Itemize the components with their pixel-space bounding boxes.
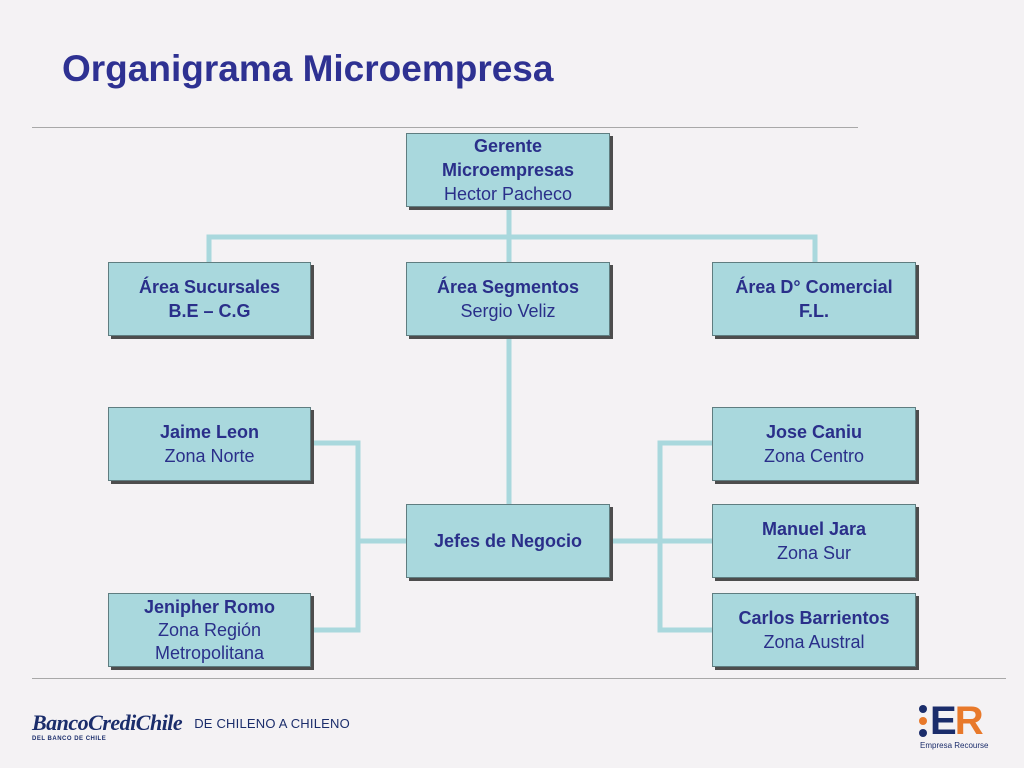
node-jaime-leon-name: Jaime Leon xyxy=(159,422,260,442)
node-jefes-de-negocio-title: Jefes de Negocio xyxy=(433,531,583,551)
connector-left-bracket xyxy=(309,440,361,633)
node-jenipher-romo-zone: Zona Región Metropolitana xyxy=(154,619,265,663)
node-jenipher-romo: Jenipher Romo Zona Región Metropolitana xyxy=(108,593,311,667)
node-manuel-jara: Manuel Jara Zona Sur xyxy=(712,504,916,578)
node-manuel-jara-zone: Zona Sur xyxy=(776,543,852,563)
node-jaime-leon-zone: Zona Norte xyxy=(164,446,255,466)
node-jaime-leon: Jaime Leon Zona Norte xyxy=(108,407,311,481)
er-dot-2 xyxy=(919,717,927,725)
node-carlos-barrientos-name: Carlos Barrientos xyxy=(738,608,890,628)
bank-logo-subtext: DEL BANCO DE CHILE xyxy=(32,736,107,742)
node-area-sucursales: Área Sucursales B.E – C.G xyxy=(108,262,311,336)
node-gerente: Gerente Microempresas Hector Pacheco xyxy=(406,133,610,207)
empresa-recourse-logo: ER Empresa Recourse xyxy=(918,699,990,753)
er-logo-text: ER xyxy=(930,699,984,743)
bottom-divider xyxy=(32,678,1006,679)
node-area-sucursales-person: B.E – C.G xyxy=(168,301,251,321)
bank-logo-text: BancoCrediChile xyxy=(32,710,183,735)
node-jenipher-romo-name: Jenipher Romo xyxy=(143,596,276,617)
connector-right-bracket xyxy=(657,440,715,633)
node-jefes-de-negocio: Jefes de Negocio xyxy=(406,504,610,578)
node-carlos-barrientos-zone: Zona Austral xyxy=(763,632,865,652)
node-area-segmentos-title: Área Segmentos xyxy=(436,277,580,297)
er-logo-dots-icon xyxy=(918,705,928,741)
node-area-comercial: Área D° Comercial F.L. xyxy=(712,262,916,336)
node-jose-caniu: Jose Caniu Zona Centro xyxy=(712,407,916,481)
node-jose-caniu-name: Jose Caniu xyxy=(765,422,863,442)
node-gerente-title: Gerente Microempresas xyxy=(441,136,575,180)
banco-credichile-logo: BancoCrediChile DEL BANCO DE CHILE DE CH… xyxy=(32,710,350,742)
bank-tagline: DE CHILENO A CHILENO xyxy=(194,715,350,731)
node-area-segmentos: Área Segmentos Sergio Veliz xyxy=(406,262,610,336)
node-jose-caniu-zone: Zona Centro xyxy=(763,446,865,466)
node-area-comercial-title: Área D° Comercial xyxy=(735,277,893,297)
node-gerente-person: Hector Pacheco xyxy=(443,184,573,204)
node-manuel-jara-name: Manuel Jara xyxy=(761,519,867,539)
node-area-sucursales-title: Área Sucursales xyxy=(138,277,281,297)
er-dot-3 xyxy=(919,729,927,737)
top-divider xyxy=(32,127,858,128)
node-area-comercial-person: F.L. xyxy=(799,301,829,321)
er-logo-letters: ER xyxy=(930,699,984,744)
er-logo-caption: Empresa Recourse xyxy=(920,741,989,750)
page-title: Organigrama Microempresa xyxy=(62,48,554,89)
node-area-segmentos-person: Sergio Veliz xyxy=(460,301,556,321)
er-dot-1 xyxy=(919,705,927,713)
node-carlos-barrientos: Carlos Barrientos Zona Austral xyxy=(712,593,916,667)
